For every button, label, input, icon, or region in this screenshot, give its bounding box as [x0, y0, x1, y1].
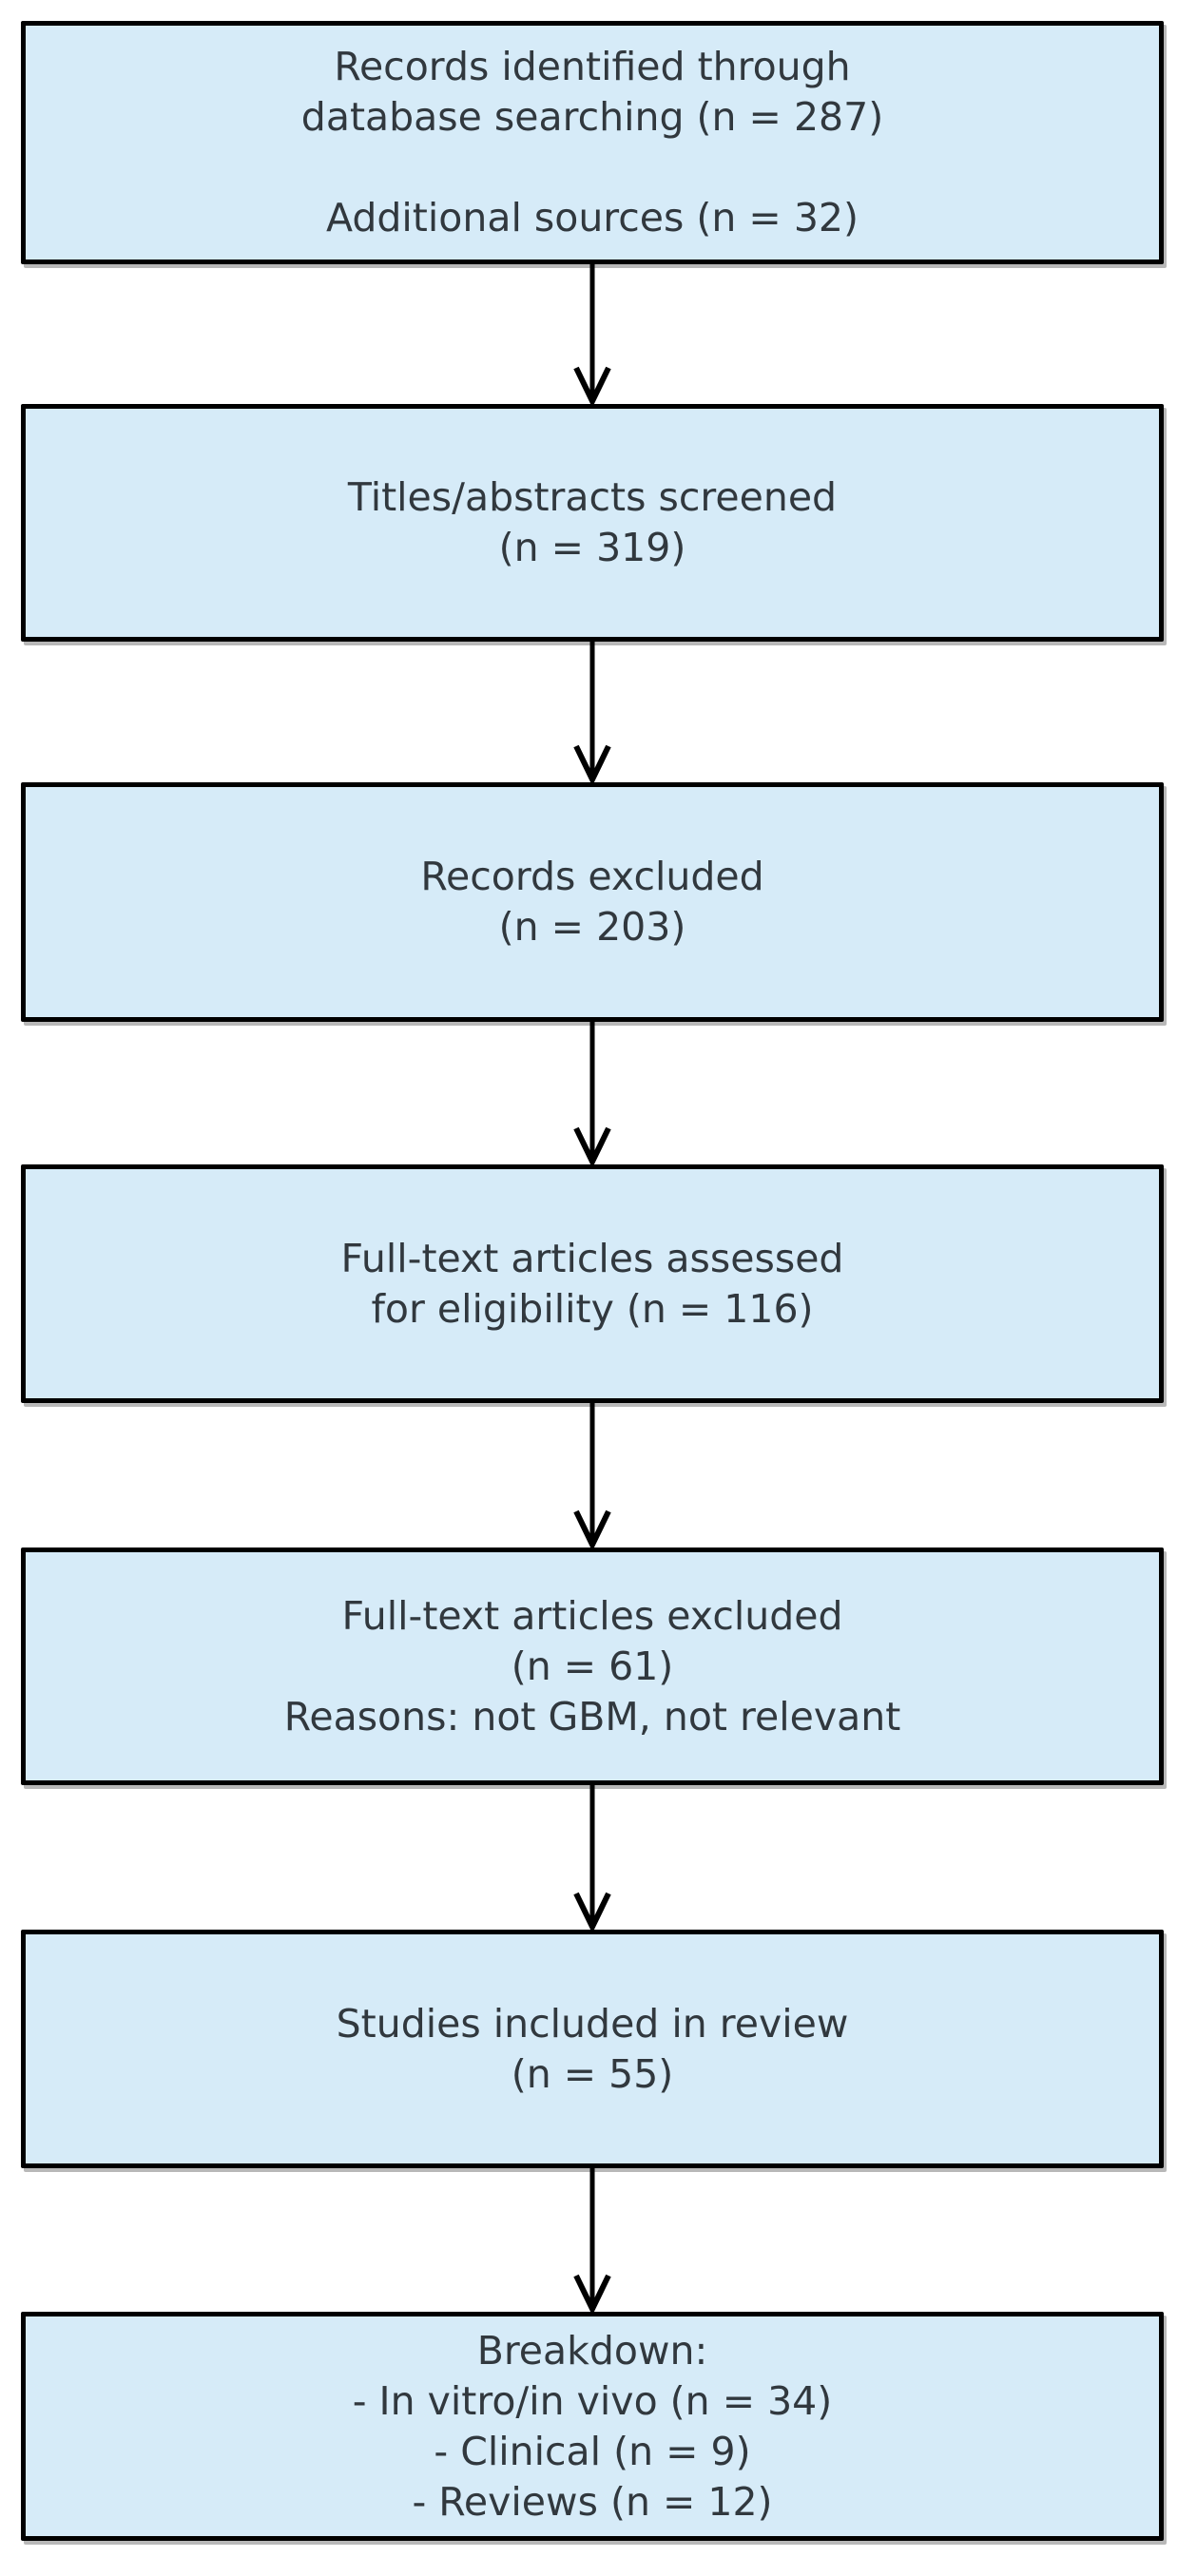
down-arrow — [570, 2168, 614, 2312]
box-text-line: Breakdown: — [476, 2327, 708, 2374]
down-arrow — [570, 1022, 614, 1164]
down-arrow — [570, 1785, 614, 1930]
box-text-line: Full-text articles excluded — [341, 1592, 843, 1639]
box-text-line: Additional sources (n = 32) — [326, 195, 859, 240]
box-text-line: - In vitro/in vivo (n = 34) — [352, 2377, 833, 2424]
box-text-line: (n = 55) — [511, 2050, 674, 2097]
arrow-head-icon — [573, 1126, 611, 1164]
arrow-shaft — [589, 264, 595, 400]
box-text-line: Studies included in review — [336, 2000, 849, 2047]
box-text-line: - Clinical (n = 9) — [434, 2428, 751, 2474]
flow-box-fulltext-excluded: Full-text articles excluded (n = 61) Rea… — [21, 1548, 1164, 1785]
down-arrow — [570, 264, 614, 404]
arrow-shaft — [589, 1785, 595, 1926]
box-text-line: Full-text articles assessed — [340, 1235, 844, 1281]
flow-box-identification: Records identified through database sear… — [21, 21, 1164, 264]
flow-box-titles-abstracts-screened: Titles/abstracts screened (n = 319) — [21, 404, 1164, 642]
down-arrow — [570, 1403, 614, 1548]
box-text-line: - Reviews (n = 12) — [412, 2478, 773, 2525]
arrow-shaft — [589, 1403, 595, 1544]
box-text-line: (n = 203) — [498, 904, 686, 950]
arrow-head-icon — [573, 2274, 611, 2312]
box-text-line: Reasons: not GBM, not relevant — [283, 1693, 901, 1740]
arrow-shaft — [589, 2168, 595, 2308]
arrow-shaft — [589, 1022, 595, 1161]
flow-box-fulltext-assessed: Full-text articles assessed for eligibil… — [21, 1164, 1164, 1403]
down-arrow — [570, 642, 614, 782]
arrow-head-icon — [573, 366, 611, 404]
box-text-line: (n = 61) — [511, 1643, 674, 1689]
box-text-line: Records excluded — [420, 854, 764, 899]
flow-box-records-excluded: Records excluded (n = 203) — [21, 782, 1164, 1022]
arrow-head-icon — [573, 1509, 611, 1548]
arrow-shaft — [589, 642, 595, 779]
arrow-head-icon — [573, 744, 611, 782]
box-text-line: database searching (n = 287) — [300, 94, 884, 140]
box-text-line: Records identified through — [334, 44, 851, 89]
box-text-line: for eligibility (n = 116) — [371, 1285, 814, 1332]
flow-box-studies-included: Studies included in review (n = 55) — [21, 1930, 1164, 2168]
box-text-line: (n = 319) — [498, 525, 686, 570]
arrow-head-icon — [573, 1892, 611, 1930]
box-text-line: Titles/abstracts screened — [347, 474, 838, 520]
flow-box-breakdown: Breakdown: - In vitro/in vivo (n = 34) -… — [21, 2312, 1164, 2541]
